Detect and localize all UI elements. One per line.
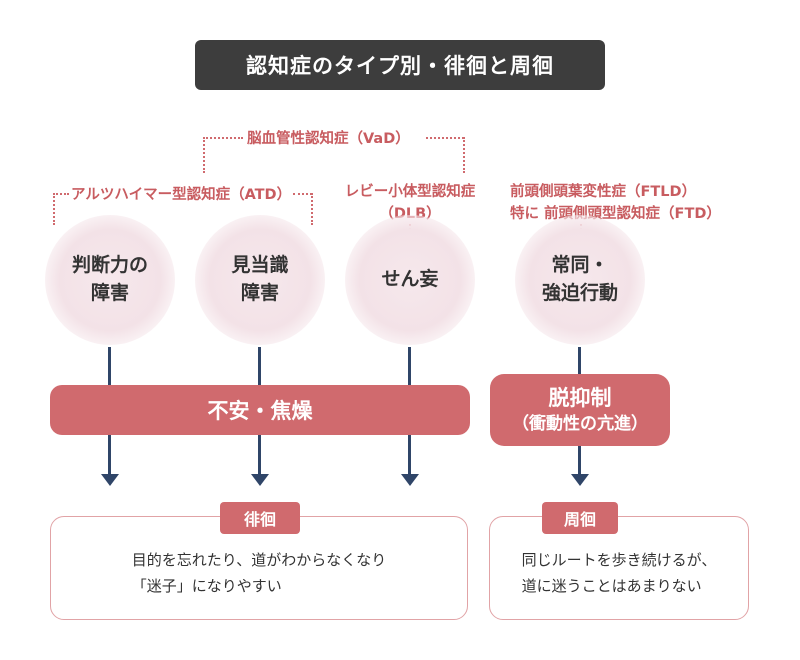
type-label-dlb-line1: レビー小体型認知症 [344,184,476,200]
vad-bracket-right [426,137,464,139]
symptom-delirium: せん妄 [345,215,475,345]
disinhibition-subtitle: （衝動性の亢進） [512,413,648,434]
atd-bracket-left-drop [53,193,55,225]
vad-bracket-right-drop [463,137,465,173]
arrow-head-visuospatial [250,474,269,486]
type-label-vad: 脳血管性認知症（VaD） [247,131,410,147]
arrow-head-stereotypy [570,474,589,486]
symptom-visuospatial: 見当識 障害 [195,215,325,345]
arrow-line-delirium-top [408,347,411,385]
type-label-ftld-line1: 前頭側頭葉変性症（FTLD） [510,184,697,200]
atd-bracket-right-drop [311,193,313,225]
arrow-line-stereotypy-top [578,347,581,374]
roaming-tag: 周徊 [542,502,618,534]
roaming-box: 同じルートを歩き続けるが、 道に迷うことはあまりない [489,516,749,620]
type-label-ftld-line2: 特に 前頭側頭型認知症（FTD） [510,206,721,222]
atd-bracket-right [293,193,312,195]
arrow-line-visuospatial-bottom [258,435,261,475]
anxiety-bar: 不安・焦燥 [50,385,470,435]
diagram-title: 認知症のタイプ別・徘徊と周徊 [195,40,605,90]
arrow-line-judgment-bottom [108,435,111,475]
type-label-atd: アルツハイマー型認知症（ATD） [71,187,292,203]
arrow-line-judgment-top [108,347,111,385]
disinhibition-bar: 脱抑制 （衝動性の亢進） [490,374,670,446]
arrow-head-judgment [100,474,119,486]
arrow-head-delirium [400,474,419,486]
symptom-judgment: 判断力の 障害 [45,215,175,345]
arrow-line-delirium-bottom [408,435,411,475]
wandering-tag: 徘徊 [220,502,300,534]
atd-bracket-left [53,193,69,195]
vad-bracket-left [203,137,243,139]
vad-bracket-left-drop [203,137,205,173]
arrow-line-stereotypy-bottom [578,446,581,475]
disinhibition-title: 脱抑制 [548,386,612,411]
symptom-stereotypy: 常同・ 強迫行動 [515,215,645,345]
arrow-line-visuospatial-top [258,347,261,385]
